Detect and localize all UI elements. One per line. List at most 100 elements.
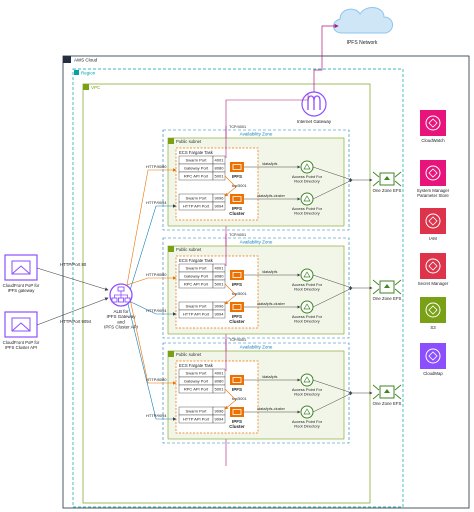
vpc-label: VPC	[91, 85, 101, 90]
cloud-icon	[333, 7, 393, 34]
cluster-to-ipfs-rpc-link	[224, 175, 237, 197]
ap-to-efs-link	[312, 392, 353, 413]
ipfs-port-number: 4001	[215, 158, 225, 163]
ecs-task-title: ECS Fargate Task	[179, 258, 214, 263]
ipfs-network-label: IPFS Network	[347, 40, 378, 46]
cluster-port-name: HTTP API Port	[183, 312, 210, 317]
iam-icon	[420, 208, 446, 234]
efs-icon	[379, 280, 395, 294]
one-zone-efs: One Zone EFS	[373, 384, 401, 406]
ipfs-port-name: Gateway Port	[184, 166, 209, 171]
ipfs-port-number: 4001	[215, 266, 225, 271]
ipfs-port-name: Swarm Port	[186, 158, 208, 163]
public-subnet-label: Public subnet	[176, 352, 202, 357]
http-top-label: HTTP/8080	[146, 272, 167, 277]
cluster-to-ipfs-rpc-link	[224, 388, 237, 410]
region-flag-icon	[74, 70, 79, 75]
ipfs-port-number: 5001	[215, 387, 225, 392]
ipfs-port-name: RPC API Port	[184, 387, 209, 392]
az-label: Availability Zone	[240, 240, 273, 245]
internet-link	[313, 23, 339, 92]
ipfs-port-name: Swarm Port	[186, 266, 208, 271]
service-cloudwatch: CloudWatch	[420, 110, 446, 143]
alb-to-cluster-api-link	[126, 299, 177, 421]
access-point-icon	[300, 405, 314, 419]
alb-to-ipfs-gateway-link	[126, 168, 177, 286]
cluster-port-number: 9096	[215, 304, 225, 309]
ipfs-label: IPFS	[232, 174, 242, 179]
ipfs-label: IPFS	[232, 282, 242, 287]
ap-to-efs-link	[312, 274, 353, 289]
http-top-label: HTTP/8080	[146, 377, 167, 382]
cloudmap-icon	[420, 343, 446, 369]
tcp-4001-label: TCP/4001	[229, 338, 246, 342]
az-label: Availability Zone	[240, 345, 273, 350]
cluster-port-name: HTTP API Port	[183, 204, 210, 209]
service-cloudmap: CloudMap	[420, 343, 446, 376]
cluster-port-name: HTTP API Port	[183, 417, 210, 422]
one-zone-efs: One Zone EFS	[373, 279, 402, 301]
secrets-manager-icon	[420, 253, 446, 279]
cluster-to-ipfs-rpc-link	[224, 283, 237, 305]
ipfs-port-name: Gateway Port	[184, 379, 209, 384]
rpc-link-label: tcp/5001	[232, 184, 247, 188]
rpc-link-label: tcp/5001	[232, 292, 247, 296]
ipfs-port-name: Swarm Port	[186, 371, 208, 376]
aws-logo-icon	[63, 56, 71, 63]
client-link-label: HTTP/Port 9094	[60, 319, 92, 324]
efs-label: One Zone EFS	[373, 296, 402, 301]
service-label: IAM	[429, 236, 437, 241]
subnet-lock-icon	[168, 351, 174, 357]
alb-to-cluster-api-link	[126, 299, 177, 316]
efs-label: One Zone EFS	[373, 188, 402, 193]
alb-to-ipfs-gateway-link	[126, 284, 177, 385]
ipfs-network-cloud: IPFS Network	[333, 7, 393, 46]
ipfs-port-number: 8080	[215, 166, 225, 171]
service-s3: S3	[420, 297, 446, 330]
parameter-store-icon	[420, 160, 446, 186]
rpc-link-label: tcp/5001	[232, 397, 247, 401]
ipfs-port-name: Gateway Port	[184, 274, 209, 279]
cluster-port-number: 9094	[215, 204, 225, 209]
ap-to-efs-link	[312, 166, 353, 181]
client-to-alb-link	[36, 267, 109, 291]
service-label: Secret Manager	[418, 281, 449, 286]
ipfs-port-number: 5001	[215, 282, 225, 287]
http-bottom-label: HTTP/9094	[146, 413, 167, 418]
alb-to-ipfs-gateway-link	[126, 276, 177, 286]
service-iam: IAM	[420, 208, 446, 241]
subnet-lock-icon	[168, 138, 174, 144]
ipfs-mount-label: /data/ipfs	[262, 375, 278, 379]
cluster-port-number: 9096	[215, 409, 225, 414]
tcp-4001-label: TCP/4001	[229, 125, 246, 129]
efs-icon	[379, 172, 395, 186]
vpc-container: VPC	[82, 83, 371, 504]
ipfs-port-number: 8080	[215, 274, 225, 279]
ecs-task-title: ECS Fargate Task	[179, 363, 214, 368]
service-label: CloudMap	[423, 371, 443, 376]
service-label: CloudWatch	[421, 138, 445, 143]
cluster-mount-label: /data/ipfs-cluster	[257, 407, 286, 411]
client-link-label: HTTP/Port 80	[60, 262, 87, 267]
ipfs-container-icon	[230, 375, 244, 385]
cloudfront-pop-icon	[4, 311, 38, 338]
http-top-label: HTTP/8080	[146, 164, 167, 169]
cluster-port-name: Swarm Port	[186, 304, 208, 309]
access-point-icon	[300, 160, 314, 174]
ipfs-mount-label: /data/ipfs	[262, 162, 278, 166]
ipfs-cluster-container-icon	[230, 194, 244, 204]
access-point-icon	[300, 300, 314, 314]
cloudfront-pop-icon	[4, 254, 38, 281]
public-subnet-label: Public subnet	[176, 139, 202, 144]
cluster-mount-label: /data/ipfs-cluster	[257, 302, 286, 306]
